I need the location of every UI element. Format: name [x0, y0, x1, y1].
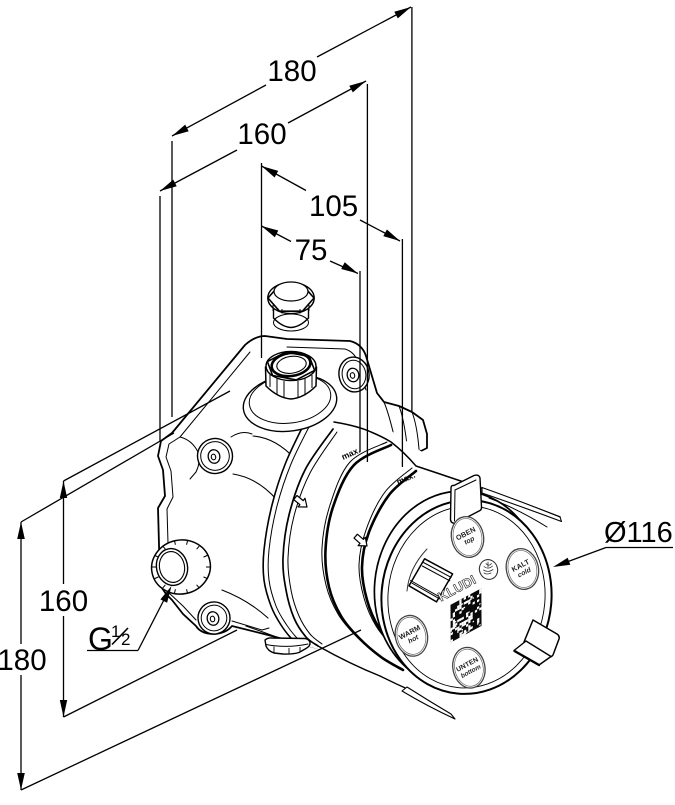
svg-text:160: 160 — [237, 118, 286, 151]
svg-text:1: 1 — [111, 622, 120, 641]
svg-text:hot: hot — [407, 634, 420, 645]
svg-text:Ø116: Ø116 — [604, 517, 673, 549]
svg-text:105: 105 — [309, 190, 358, 223]
svg-text:top: top — [463, 535, 476, 546]
svg-text:180: 180 — [267, 55, 316, 88]
svg-text:75: 75 — [295, 234, 328, 267]
svg-text:G: G — [88, 621, 113, 657]
svg-text:180: 180 — [0, 644, 47, 677]
svg-text:2: 2 — [121, 630, 130, 649]
svg-text:160: 160 — [39, 585, 88, 618]
